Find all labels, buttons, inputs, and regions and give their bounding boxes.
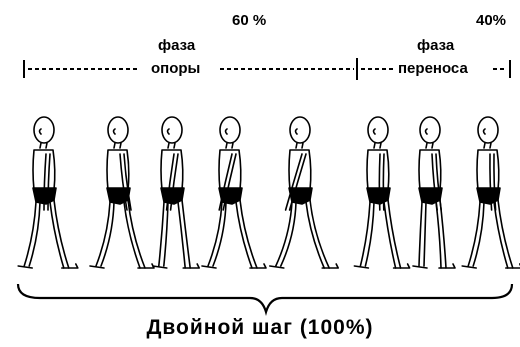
swing-phase-word2: переноса bbox=[398, 61, 468, 76]
walking-figure bbox=[354, 117, 409, 268]
walking-figure bbox=[413, 117, 455, 268]
double-step-caption: Двойной шаг (100%) bbox=[0, 316, 520, 340]
walking-figure bbox=[90, 117, 154, 268]
walking-figure bbox=[202, 117, 266, 268]
stance-phase-word2: опоры bbox=[151, 61, 200, 76]
stance-percent: 60 % bbox=[232, 13, 266, 28]
double-step-brace bbox=[0, 280, 520, 320]
walking-figure bbox=[270, 117, 338, 268]
swing-percent: 40% bbox=[476, 13, 506, 28]
walking-figures bbox=[0, 100, 520, 300]
walking-figure bbox=[18, 117, 78, 268]
walking-figure bbox=[153, 117, 199, 268]
walking-figure bbox=[462, 117, 520, 268]
